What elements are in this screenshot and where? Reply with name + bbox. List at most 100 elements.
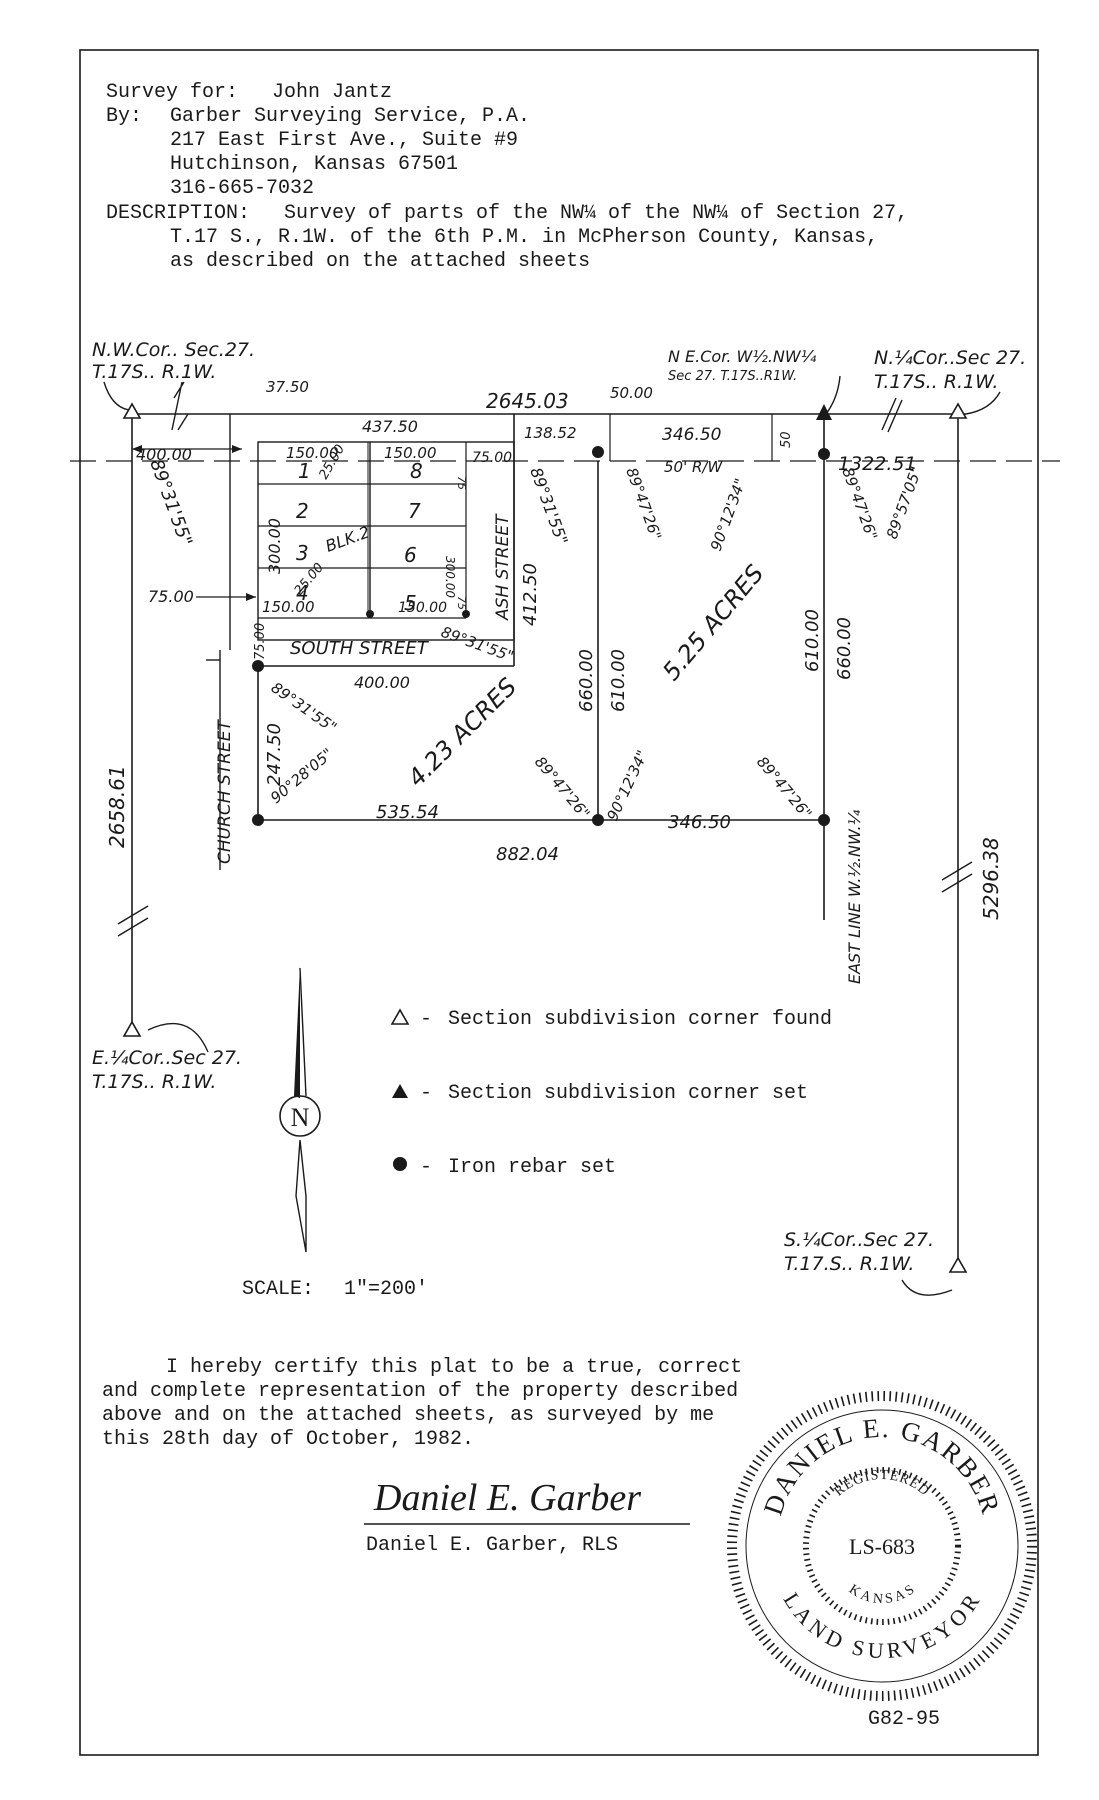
angle-894726-right: 89°47'26" — [838, 465, 881, 542]
lot-8: 8 — [410, 459, 423, 483]
angle-901234-top: 90°12'34" — [707, 476, 750, 553]
cert-line-1: I hereby certify this plat to be a true,… — [166, 1356, 742, 1379]
corner-symbols — [122, 402, 968, 1273]
dim-150-top-left: 150.00 — [286, 444, 339, 462]
break-symbol-ne — [881, 397, 903, 433]
rebar-7 — [366, 610, 374, 618]
north-label: N — [291, 1103, 310, 1132]
legend: - Section subdivision corner found - Sec… — [390, 1008, 832, 1179]
ne-corner-label-1: N E.Cor. W½.NW¼ — [668, 347, 817, 366]
company-city: Hutchinson, Kansas 67501 — [170, 153, 458, 176]
rebar-1 — [592, 446, 604, 458]
north-arrow-upper-edge — [299, 967, 307, 1097]
angle-893155-mid: 89°31'55" — [526, 465, 572, 547]
dim-882-04: 882.04 — [496, 844, 559, 865]
e-quarter-leader — [147, 1022, 209, 1053]
rebar-5 — [592, 814, 604, 826]
angle-894726-bl: 89°47'26" — [531, 753, 594, 823]
north-arrow-lower — [295, 1139, 307, 1253]
legend-dash-2: - — [420, 1082, 432, 1105]
seal-top-text: DANIEL E. GARBER — [758, 1413, 1007, 1519]
lot-1: 1 — [298, 459, 311, 483]
seal-registered-text: REGISTERED — [832, 1468, 933, 1500]
dim-400-00: 400.00 — [136, 445, 192, 464]
found-corner-n-quarter — [948, 402, 968, 419]
dim-300-right: 300.00 — [443, 556, 457, 598]
legend-dash-3: - — [420, 1156, 432, 1179]
break-symbol-nw — [171, 381, 189, 431]
rebar-4 — [252, 814, 264, 826]
parcel-lines — [132, 414, 825, 920]
angle-894726-top: 89°47'26" — [622, 465, 665, 542]
seal-license-number: LS-683 — [849, 1534, 915, 1559]
church-street-label: CHURCH STREET — [215, 719, 235, 864]
dim-138-52: 138.52 — [524, 424, 577, 442]
dim-610-right: 610.00 — [802, 609, 823, 672]
s-quarter-label-2: T.17.S.. R.1W. — [784, 1253, 914, 1275]
cert-line-4: this 28th day of October, 1982. — [102, 1428, 474, 1451]
legend-set-text: Section subdivision corner set — [448, 1082, 808, 1105]
dim-1322-51: 1322.51 — [838, 453, 917, 475]
company-name: Garber Surveying Service, P.A. — [170, 105, 530, 128]
found-corner-e-quarter — [122, 1020, 142, 1037]
cert-line-2: and complete representation of the prope… — [102, 1380, 738, 1403]
lot-7: 7 — [408, 499, 421, 523]
row-label: 50' R/W — [664, 458, 723, 476]
dim-346-50-top: 346.50 — [662, 425, 721, 445]
seal-outer-line — [745, 1409, 1019, 1683]
ne-corner-label-2: Sec 27. T.17S..R1W. — [668, 369, 797, 384]
angle-894726-br: 89°47'26" — [753, 753, 816, 823]
found-corner-s-quarter — [948, 1256, 968, 1273]
break-symbol-west — [117, 905, 149, 937]
dim-75-south: 75.00 — [253, 623, 268, 660]
header-block: Survey for: John Jantz By: Garber Survey… — [106, 81, 908, 273]
scale-value: 1"=200' — [344, 1278, 428, 1301]
lot-2: 2 — [296, 499, 309, 523]
rebar-3 — [252, 660, 264, 672]
dim-150-top-right: 150.00 — [384, 444, 437, 462]
ne-corner-leader — [825, 375, 841, 415]
company-address: 217 East First Ave., Suite #9 — [170, 129, 518, 152]
s-quarter-leader — [901, 1279, 953, 1296]
s-quarter-label-1: S.¼Cor..Sec 27. — [784, 1229, 934, 1251]
angle-893155-south: 89°31'55" — [439, 623, 516, 666]
description-line-2: T.17 S., R.1W. of the 6th P.M. in McPher… — [170, 226, 878, 249]
scale-label: SCALE: — [242, 1278, 314, 1301]
legend-set-symbol — [392, 1084, 408, 1098]
break-symbol-east — [941, 861, 973, 893]
nw-corner-leader — [103, 381, 131, 411]
certification: I hereby certify this plat to be a true,… — [102, 1356, 742, 1451]
n-quarter-label-2: T.17S.. R.1W. — [874, 371, 998, 393]
dim-400-arrow-e — [232, 445, 242, 453]
dim-660-right: 660.00 — [834, 617, 855, 680]
seal-outer-ring — [727, 1391, 1037, 1701]
dim-400-arrow-w — [132, 445, 142, 453]
surveyor-name: Daniel E. Garber, RLS — [366, 1534, 618, 1557]
legend-rebar-symbol — [393, 1157, 407, 1171]
dim-75-lot: 75 — [455, 476, 468, 490]
cert-line-3: above and on the attached sheets, as sur… — [102, 1404, 714, 1427]
rebar-points — [252, 446, 830, 826]
surveyor-seal: DANIEL E. GARBER LAND SURVEYOR REGISTERE… — [727, 1391, 1037, 1701]
dim-150-bottom-left: 150.00 — [262, 598, 315, 616]
signature-block: Daniel E. Garber Daniel E. Garber, RLS — [364, 1477, 690, 1557]
angle-893155-left: 89°31'55" — [145, 457, 196, 550]
ash-street-label: ASH STREET — [493, 513, 513, 621]
rebar-2 — [818, 448, 830, 460]
dim-75-arrow — [246, 593, 256, 601]
found-corner-nw — [122, 402, 142, 419]
set-corner-ne — [816, 404, 832, 420]
area-4-23-acres: 4.23 ACRES — [402, 673, 522, 793]
n-quarter-label-1: N.¼Cor..Sec 27. — [874, 347, 1026, 369]
survey-for-name: John Jantz — [272, 81, 392, 104]
block-2-label: BLK.2 — [323, 522, 372, 555]
area-5-25-acres: 5.25 ACRES — [657, 560, 769, 686]
dim-247-50: 247.50 — [264, 723, 285, 786]
north-arrow: N — [279, 966, 321, 1253]
east-line-label: EAST LINE W.½.NW.¼ — [845, 809, 864, 984]
dim-75-lot-2: 75 — [455, 596, 468, 610]
legend-rebar-text: Iron rebar set — [448, 1156, 616, 1179]
nw-corner-label-1: N.W.Cor.. Sec.27. — [92, 339, 255, 361]
seal-inner-ring — [803, 1467, 961, 1625]
dim-5296-38: 5296.38 — [979, 837, 1003, 920]
